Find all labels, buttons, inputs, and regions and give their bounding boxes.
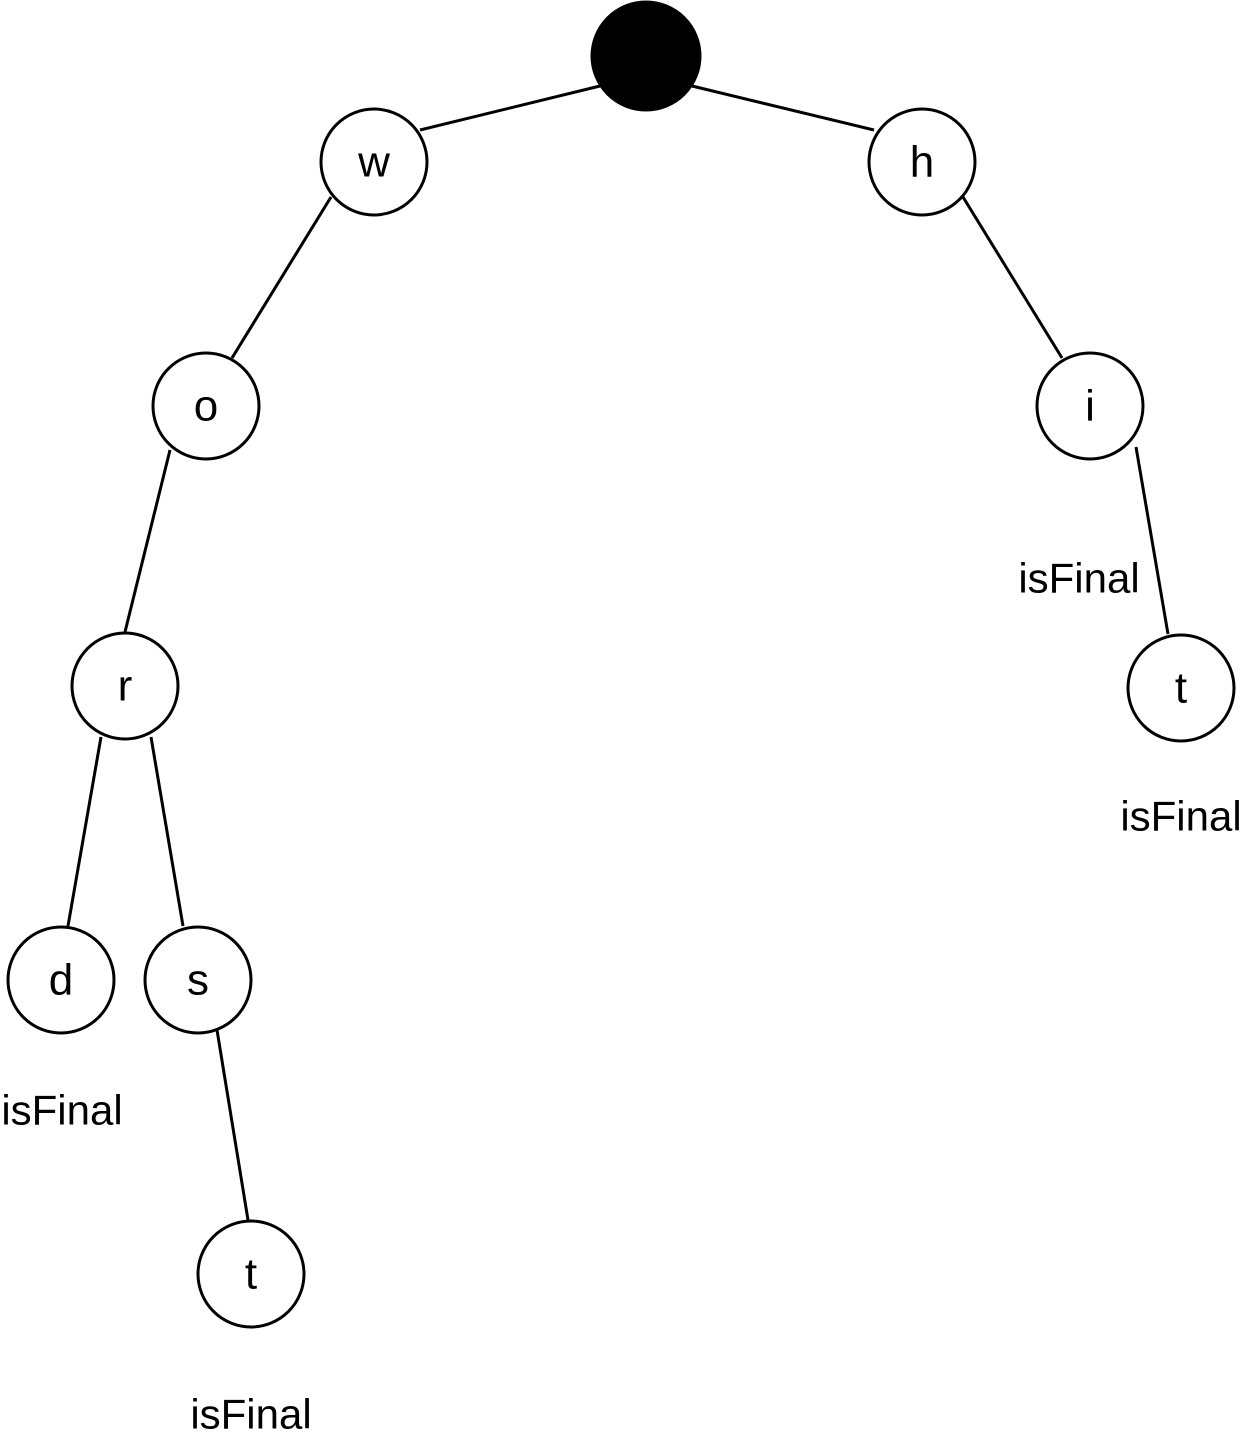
node-letter: h (910, 138, 934, 187)
edge-o-r (123, 449, 172, 633)
node-letter: d (49, 956, 73, 1005)
edge-root-h (691, 84, 875, 132)
trie-node-r: r (70, 631, 180, 741)
edge-r-d (66, 736, 103, 927)
node-circle (143, 925, 253, 1035)
node-circle (1035, 351, 1145, 461)
is-final-label: isFinal (1120, 793, 1241, 840)
root-node (590, 0, 702, 112)
trie-node-t-right: t isFinal (1120, 633, 1242, 840)
trie-node-h: h (867, 107, 977, 217)
trie-node-s: s (143, 925, 253, 1035)
node-letter: t (245, 1250, 257, 1299)
node-letter: r (118, 662, 133, 711)
edge-h-i (961, 196, 1064, 359)
trie-node-t-left: t isFinal (190, 1219, 312, 1434)
node-circle (196, 1219, 306, 1329)
node-circle (6, 925, 116, 1035)
node-circle (151, 351, 261, 461)
edge-w-o (230, 196, 333, 359)
edges (66, 84, 1170, 1221)
trie-node-w: w (319, 107, 429, 217)
node-letter: t (1175, 664, 1187, 713)
trie-node-i: i isFinal (1018, 351, 1145, 602)
node-circle (70, 631, 180, 741)
node-circle (1126, 633, 1236, 743)
edge-r-s (149, 736, 185, 927)
trie-node-d: d isFinal (1, 925, 123, 1134)
node-letter: i (1085, 382, 1095, 431)
edge-root-w (419, 84, 601, 132)
node-letter: w (357, 138, 390, 187)
node-letter: o (194, 382, 218, 431)
is-final-label: isFinal (1, 1087, 122, 1134)
node-circle (319, 107, 429, 217)
edge-i-t (1134, 446, 1170, 635)
is-final-label: isFinal (1018, 555, 1139, 602)
trie-node-o: o (151, 351, 261, 461)
node-circle (867, 107, 977, 217)
node-letter: s (187, 956, 209, 1005)
edge-s-t (215, 1029, 250, 1221)
is-final-label: isFinal (190, 1391, 311, 1434)
